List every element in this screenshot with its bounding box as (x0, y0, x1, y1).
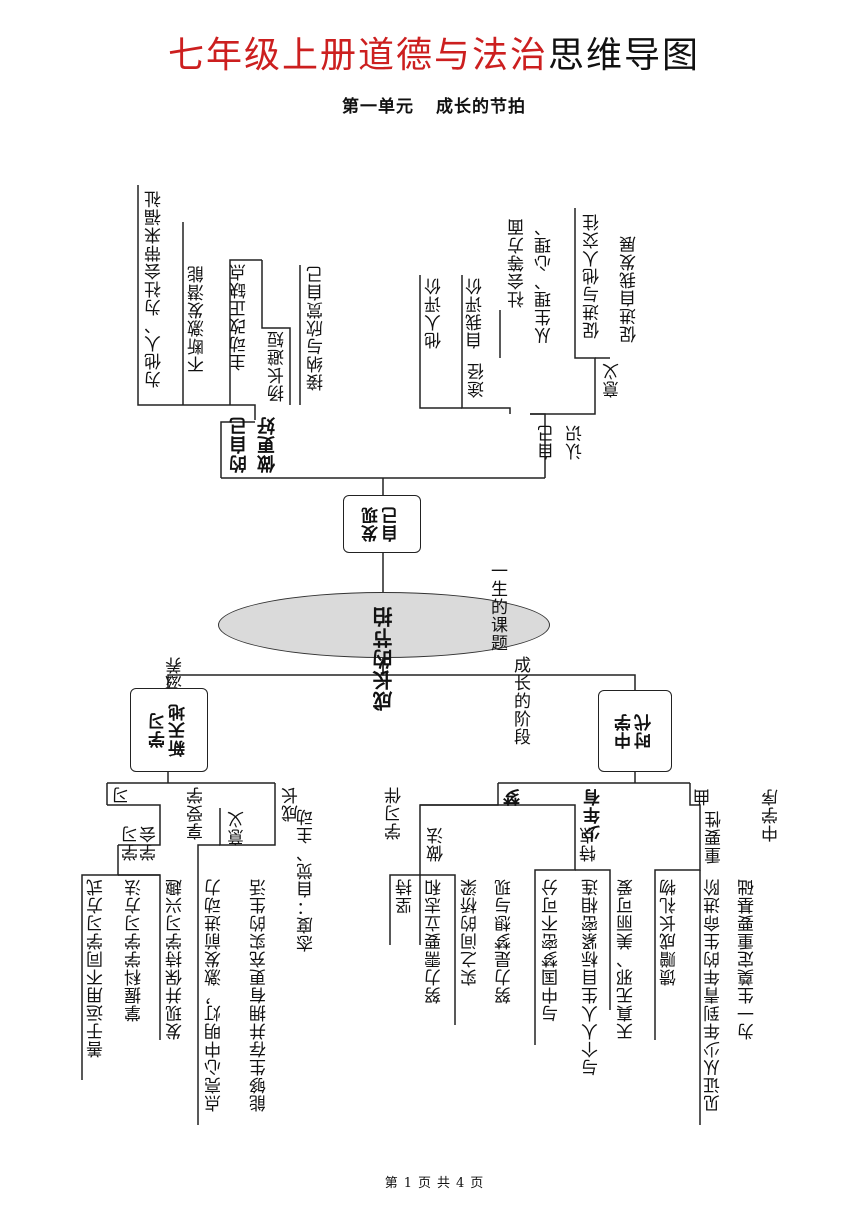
top-branch-label: 一生的课题 (487, 562, 507, 652)
footer-c: 共 (437, 1176, 451, 1191)
enjoy-learning-label-2: 习 (113, 786, 133, 804)
middle-school-box: 中学 时代 (598, 690, 672, 772)
footer-b: 页 (417, 1176, 431, 1191)
way-item-3: 自我评价 (466, 277, 486, 349)
meaning-item-2: 促进与他人交往 (583, 213, 603, 339)
better-self-item-2: 扬长避短 (268, 330, 288, 402)
discover-self-line2: 自己 (382, 506, 402, 542)
unit-name: 成长的节拍 (436, 97, 526, 117)
center-node (218, 592, 550, 658)
better-self-label-2: 的自己 (229, 416, 250, 473)
learn-to-learn-1: 学会 (140, 825, 160, 861)
way-label: 途径 (468, 362, 488, 398)
prelude-item-3: 馈赠成长礼物 (660, 878, 680, 986)
meaning-item-1: 促进自我发展 (620, 235, 640, 343)
way-item-1: 从生理、心理、 (535, 218, 555, 344)
better-self-item-4: 不断激发潜能 (188, 265, 208, 373)
discover-self-line1: 发现 (362, 506, 382, 542)
feature-label: 特点 (580, 826, 600, 862)
learn-item-2: 掌握科学学习方法 (125, 878, 145, 1022)
way-item-4: 他人评价 (425, 277, 445, 349)
know-self-label-1: 认识 (566, 424, 586, 460)
method-label: 做法 (427, 826, 447, 862)
partner-meaning-item-1: 能够生存并拥有更充实的生活 (250, 878, 270, 1112)
discover-self-box: 发现 自己 (343, 495, 421, 553)
feature-item-3: 与中国梦密不可分 (542, 878, 562, 1022)
dream-label-2: 梦 (504, 788, 524, 806)
partner-meaning-label: 意义 (228, 810, 248, 846)
partner-meaning-item-2: 点亮心中明灯，激发前进动力 (205, 878, 225, 1112)
footer-total: 4 (456, 1176, 465, 1191)
right-branch-label: 成长的阶段 (510, 656, 530, 746)
better-self-label-1: 做更好 (257, 416, 278, 473)
feature-item-1: 天真无邪、美丽可爱 (617, 878, 637, 1040)
know-self-label-2: 自己 (538, 424, 558, 460)
attitude-text: 态度：自觉、主动 (297, 808, 317, 952)
learning-box-line1: 学习 (149, 712, 169, 748)
footer-page: 1 (403, 1176, 412, 1191)
prelude-item-1: 为一生奠定重要基础 (738, 878, 758, 1040)
meaning-label: 意义 (603, 362, 623, 398)
learn-item-1: 发现并保持学习兴趣 (166, 878, 186, 1040)
title-black: 思维导图 (548, 35, 701, 76)
unit-label: 第一单元 (342, 97, 414, 117)
better-self-item-3: 主动改正缺点 (230, 263, 250, 371)
method-item-3: 努力需要立志和 (425, 878, 445, 1004)
footer-a: 第 (384, 1176, 398, 1191)
prelude-label-2: 曲 (694, 788, 714, 806)
method-item-1: 努力是梦想与现 (495, 878, 515, 1004)
page-title: 七年级上册道德与法治思维导图 (0, 26, 868, 78)
center-label: 成长的节拍 (372, 606, 396, 711)
feature-item-2: 与个人人生目标紧密相连 (582, 878, 602, 1076)
middle-school-line2: 时代 (635, 713, 655, 749)
unit-subtitle: 第一单元 成长的节拍 (0, 92, 868, 117)
learn-item-3: 善于运用不同学习方式 (87, 878, 107, 1058)
learning-box: 学习 新天地 (130, 688, 208, 772)
middle-school-line1: 中学 (615, 713, 635, 749)
title-red: 七年级上册道德与法治 (167, 35, 548, 76)
better-self-item-1: 接纳与欣赏自己 (307, 265, 327, 391)
method-item-4: 坚持 (396, 878, 416, 914)
way-item-2: 社会等方面 (508, 218, 528, 308)
better-self-item-5: 为他人、为社会带来福祉 (145, 190, 165, 388)
enjoy-learning-label-1: 享受学 (187, 786, 207, 840)
partner-label-1: 学习伴 (385, 786, 405, 840)
learning-box-line2: 新天地 (169, 703, 189, 757)
method-item-2: 实之间的桥梁 (461, 878, 481, 986)
learn-to-learn-2: 学习 (122, 825, 142, 861)
prelude-item-2: 见证从少年到青年的生命进阶 (704, 878, 724, 1112)
importance-label: 重要性 (705, 810, 725, 864)
prelude-label-1: 中学序 (762, 788, 782, 842)
footer-d: 页 (470, 1176, 484, 1191)
